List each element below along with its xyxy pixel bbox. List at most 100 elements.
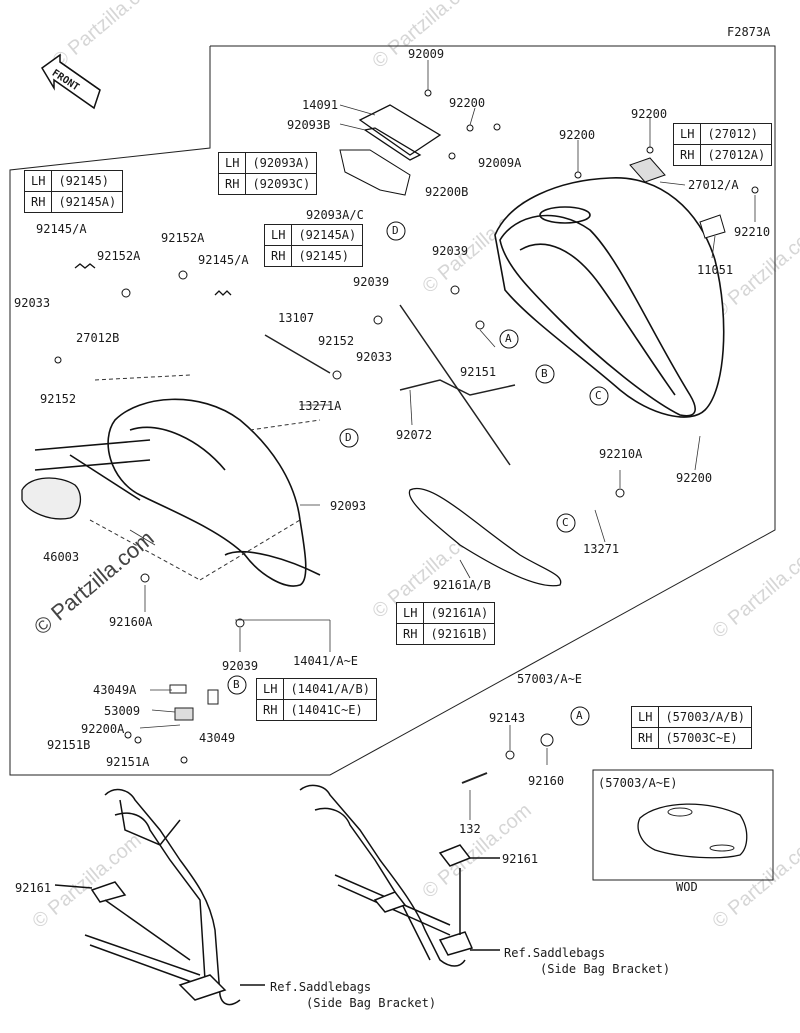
callout-letter: A [576,709,583,722]
part-label: 92151B [47,738,91,752]
lhrh-table: LH(92161A) RH(92161B) [395,602,496,645]
callout-letter: B [541,367,548,380]
inset-frame [592,769,774,881]
bracket-14091 [358,104,442,161]
part-label: 92151A [106,755,150,769]
part-label: 92009A [478,156,522,170]
part-label: 92143 [489,711,526,725]
ref-label: Ref.Saddlebags [504,946,606,960]
ref-label: (Side Bag Bracket) [306,996,437,1010]
part-label: 92009 [408,47,445,61]
lhrh-table: LH(57003/A/B) RH(57003C~E) [630,706,752,749]
part-label: 92161 [15,881,52,895]
part-label: 92200 [559,128,596,142]
part-label: 92152A [161,231,205,245]
part-43049 [207,689,219,705]
part-label: 92033 [356,350,393,364]
part-label: 92160A [109,615,153,629]
part-label: 92210 [734,225,771,239]
part-label: 132 [459,822,481,836]
part-label: 92151 [460,365,497,379]
part-label: 92039 [432,244,469,258]
figure-code: F2873A [727,25,771,39]
bracket-11051 [699,214,726,239]
front-arrow-icon [41,53,101,110]
ref-label: Ref.Saddlebags [270,980,372,994]
inset-title: (57003/A~E) [598,776,678,790]
lhrh-table: LH(92093A) RH(92093C) [217,152,318,195]
side-bag-bracket-right [299,784,500,967]
part-label: 92145/A [198,253,249,267]
part-label: 43049 [199,731,236,745]
pad-92093ac [339,149,411,196]
part-label: 14041/A~E [293,654,359,668]
part-label: 92200 [676,471,713,485]
lhrh-table: LH(92145A) RH(92145) [263,224,364,267]
part-label: 27012B [76,331,120,345]
ref-label: (Side Bag Bracket) [540,962,671,976]
part-label: 92093A/C [306,208,364,222]
screw-132 [461,772,488,784]
assembly-frame [9,45,776,776]
inset-saddlebag [637,803,748,859]
callout-letter: B [233,678,240,691]
part-label: 43049A [93,683,137,697]
part-label: 92039 [353,275,390,289]
callout-circle-c [556,513,576,533]
part-label: 11051 [697,263,734,277]
callout-letter: D [345,431,352,444]
part-label: 92152 [318,334,355,348]
part-label: 92093B [287,118,331,132]
part-label: 92033 [14,296,51,310]
part-label: 92093 [330,499,367,513]
part-43049a [169,684,187,694]
callout-letter: C [595,389,602,402]
part-label: 92152 [40,392,77,406]
lhrh-table: LH(92145) RH(92145A) [23,170,124,213]
plate-46003 [21,477,82,520]
part-label: 92200 [449,96,486,110]
part-label: 57003/A~E [517,672,583,686]
part-label: 92072 [396,428,433,442]
saddlebag-shell [494,177,725,418]
callout-letter: C [562,516,569,529]
callout-letter: D [392,224,399,237]
callout-circle-b [535,364,555,384]
part-label: 92200A [81,722,125,736]
part-label: 92161A/B [433,578,491,592]
part-label: 13271 [583,542,620,556]
pad-92161 [408,487,562,587]
latch-27012 [629,157,666,183]
rod-13107 [264,334,331,374]
callout-circle-a [499,329,519,349]
part-label: 92152A [97,249,141,263]
callout-circle-c [589,386,609,406]
callout-circle-a [570,706,590,726]
part-label: 13107 [278,311,315,325]
part-label: 53009 [104,704,141,718]
part-label: 92210A [599,447,643,461]
callout-circle-b [227,675,247,695]
inset-caption: WOD [676,880,698,894]
lhrh-table: LH(27012) RH(27012A) [672,123,773,166]
part-label: 92039 [222,659,259,673]
strap-92072 [399,304,511,466]
part-label: 92145/A [36,222,87,236]
callout-circle-d [339,428,359,448]
side-bag-bracket-left [54,788,265,1006]
callout-circle-d [386,221,406,241]
part-label: 14091 [302,98,339,112]
part-label: 92161 [502,852,539,866]
lhrh-table: LH(14041/A/B) RH(14041C~E) [255,678,377,721]
part-label: 27012/A [688,178,739,192]
part-label: 92200 [631,107,668,121]
part-53009 [174,707,194,721]
part-label: 92200B [425,185,469,199]
callout-letter: A [505,332,512,345]
part-label: 92160 [528,774,565,788]
part-label: 13271A [298,399,342,413]
saddlebag-lid [34,398,321,587]
part-label: 46003 [43,550,80,564]
